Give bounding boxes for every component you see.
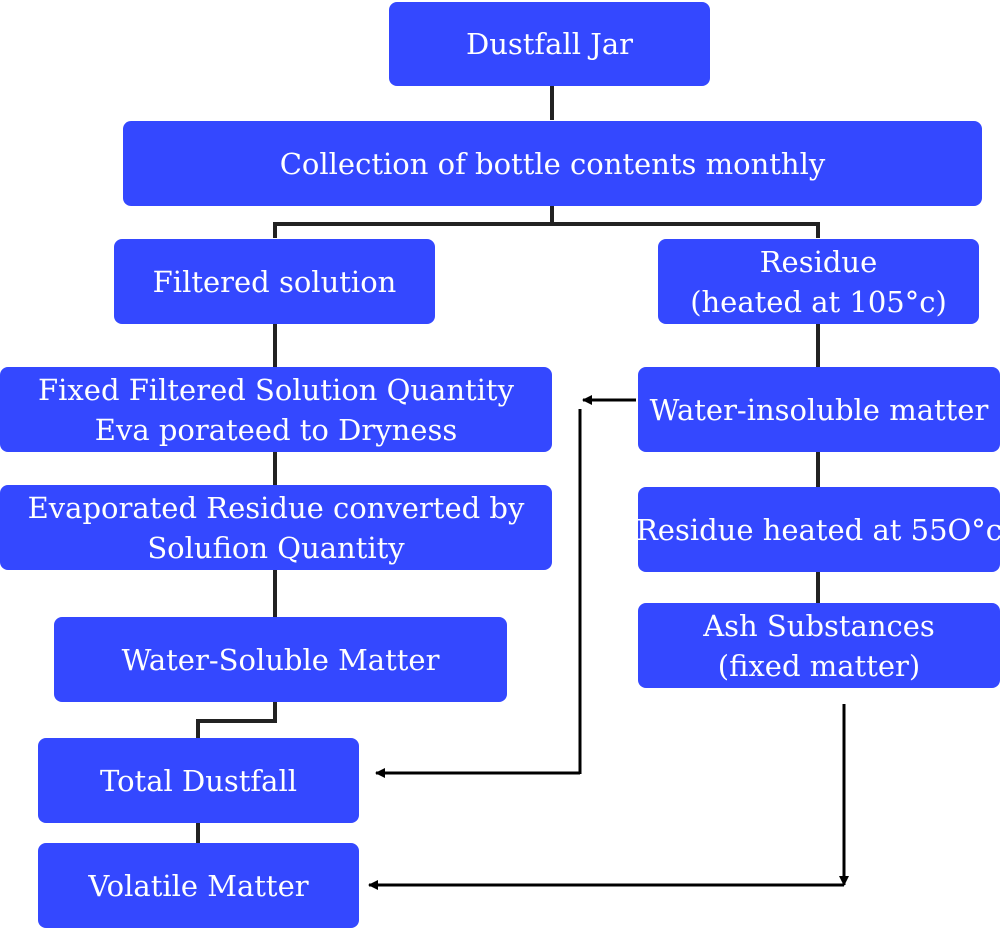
node-evaporated-residue: Evaporated Residue converted by Solufion… xyxy=(0,485,552,570)
node-fixed-filtered: Fixed Filtered Solution Quantity Eva por… xyxy=(0,367,552,452)
node-water-soluble-line-1: Water-Soluble Matter xyxy=(121,642,440,677)
connector-collection-split xyxy=(273,206,554,238)
node-residue-550-line-1: Residue heated at 55O°c xyxy=(635,512,1000,547)
node-ash-line-1: Ash Substances xyxy=(703,608,935,643)
node-total-dustfall: Total Dustfall xyxy=(38,738,359,823)
connector-soluble-total xyxy=(196,702,277,738)
node-fixed-filtered-line-1: Fixed Filtered Solution Quantity xyxy=(38,372,514,407)
node-fixed-filtered-line-2: Eva porateed to Dryness xyxy=(94,412,458,447)
node-collection: Collection of bottle contents monthly xyxy=(123,121,982,206)
node-residue-line-2: (heated at 105°c) xyxy=(690,284,947,319)
node-ash-line-2: (fixed matter) xyxy=(717,648,921,683)
node-total-dustfall-line-1: Total Dustfall xyxy=(99,763,298,798)
node-volatile-line-1: Volatile Matter xyxy=(88,868,309,903)
node-collection-line-1: Collection of bottle contents monthly xyxy=(279,146,826,181)
connector-split-residue xyxy=(552,222,820,238)
node-filtered-solution: Filtered solution xyxy=(114,239,435,324)
node-residue: Residue (heated at 105°c) xyxy=(658,239,979,324)
node-dustfall-jar-line-1: Dustfall Jar xyxy=(465,27,634,61)
node-volatile: Volatile Matter xyxy=(38,843,359,928)
node-filtered-solution-line-1: Filtered solution xyxy=(152,264,397,299)
node-residue-line-1: Residue xyxy=(759,244,878,279)
node-dustfall-jar: Dustfall Jar xyxy=(389,2,710,86)
node-water-insoluble-line-1: Water-insoluble matter xyxy=(649,392,989,427)
node-evaporated-residue-line-1: Evaporated Residue converted by xyxy=(27,490,525,525)
node-water-insoluble: Water-insoluble matter xyxy=(638,367,1000,452)
node-residue-550: Residue heated at 55O°c xyxy=(635,487,1000,572)
node-evaporated-residue-line-2: Solufion Quantity xyxy=(147,530,405,565)
node-ash: Ash Substances (fixed matter) xyxy=(638,603,1000,688)
node-water-soluble: Water-Soluble Matter xyxy=(54,617,507,702)
